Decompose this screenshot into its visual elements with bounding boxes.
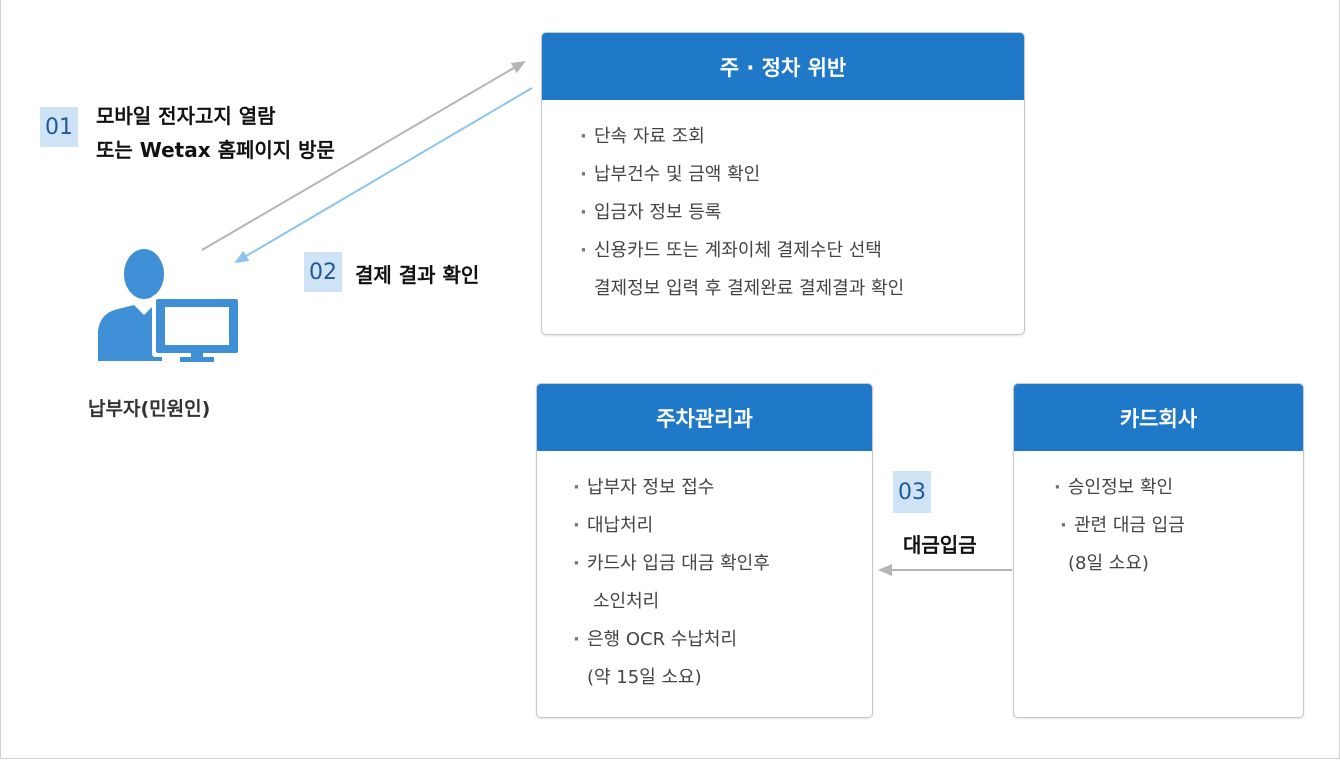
arrow-violation-to-user xyxy=(234,87,533,264)
step-03-label: 대금입금 xyxy=(903,533,977,557)
list-item: 관련 대금 입금 xyxy=(1054,507,1303,545)
step-02-badge: 02 xyxy=(304,252,342,292)
parking-box-title: 주차관리과 xyxy=(537,384,872,451)
card-box-title: 카드회사 xyxy=(1014,384,1303,451)
step-01-line1: 모바일 전자고지 열람 xyxy=(96,104,276,128)
list-item: 은행 OCR 수납처리 xyxy=(573,621,872,659)
card-box: 카드회사 승인정보 확인 관련 대금 입금 (8일 소요) xyxy=(1013,383,1304,718)
step-01-line2: 또는 Wetax 홈페이지 방문 xyxy=(96,138,335,162)
list-item: 대납처리 xyxy=(573,507,872,545)
list-item-continuation: (8일 소요) xyxy=(1068,553,1149,574)
list-item: 카드사 입금 대금 확인후 xyxy=(573,545,872,583)
violation-list: 단속 자료 조회 납부건수 및 금액 확인 입금자 정보 등록 신용카드 또는 … xyxy=(580,118,1024,308)
step-03-badge: 03 xyxy=(893,471,931,513)
list-item-continuation: 결제정보 입력 후 결제완료 결제결과 확인 xyxy=(594,278,905,299)
step-02-label: 결제 결과 확인 xyxy=(355,263,480,287)
card-list: 승인정보 확인 관련 대금 입금 (8일 소요) xyxy=(1054,469,1303,583)
arrow-user-to-violation xyxy=(201,60,526,251)
list-item: 입금자 정보 등록 xyxy=(580,194,1024,232)
list-item: 신용카드 또는 계좌이체 결제수단 선택 xyxy=(580,232,1024,270)
list-item: 단속 자료 조회 xyxy=(580,118,1024,156)
person-computer-icon xyxy=(98,249,242,362)
step-01-badge: 01 xyxy=(40,107,78,147)
list-item: 승인정보 확인 xyxy=(1054,469,1303,507)
list-item: 납부자 정보 접수 xyxy=(573,469,872,507)
list-item: 납부건수 및 금액 확인 xyxy=(580,156,1024,194)
violation-box-title: 주 · 정차 위반 xyxy=(542,33,1024,100)
user-label: 납부자(민원인) xyxy=(88,398,211,420)
list-item-continuation: 소인처리 xyxy=(593,591,660,612)
parking-list: 납부자 정보 접수 대납처리 카드사 입금 대금 확인후 소인처리 은행 OCR… xyxy=(573,469,872,697)
parking-box: 주차관리과 납부자 정보 접수 대납처리 카드사 입금 대금 확인후 소인처리 … xyxy=(536,383,873,718)
violation-box: 주 · 정차 위반 단속 자료 조회 납부건수 및 금액 확인 입금자 정보 등… xyxy=(541,32,1025,335)
list-item-continuation: (약 15일 소요) xyxy=(587,667,702,688)
